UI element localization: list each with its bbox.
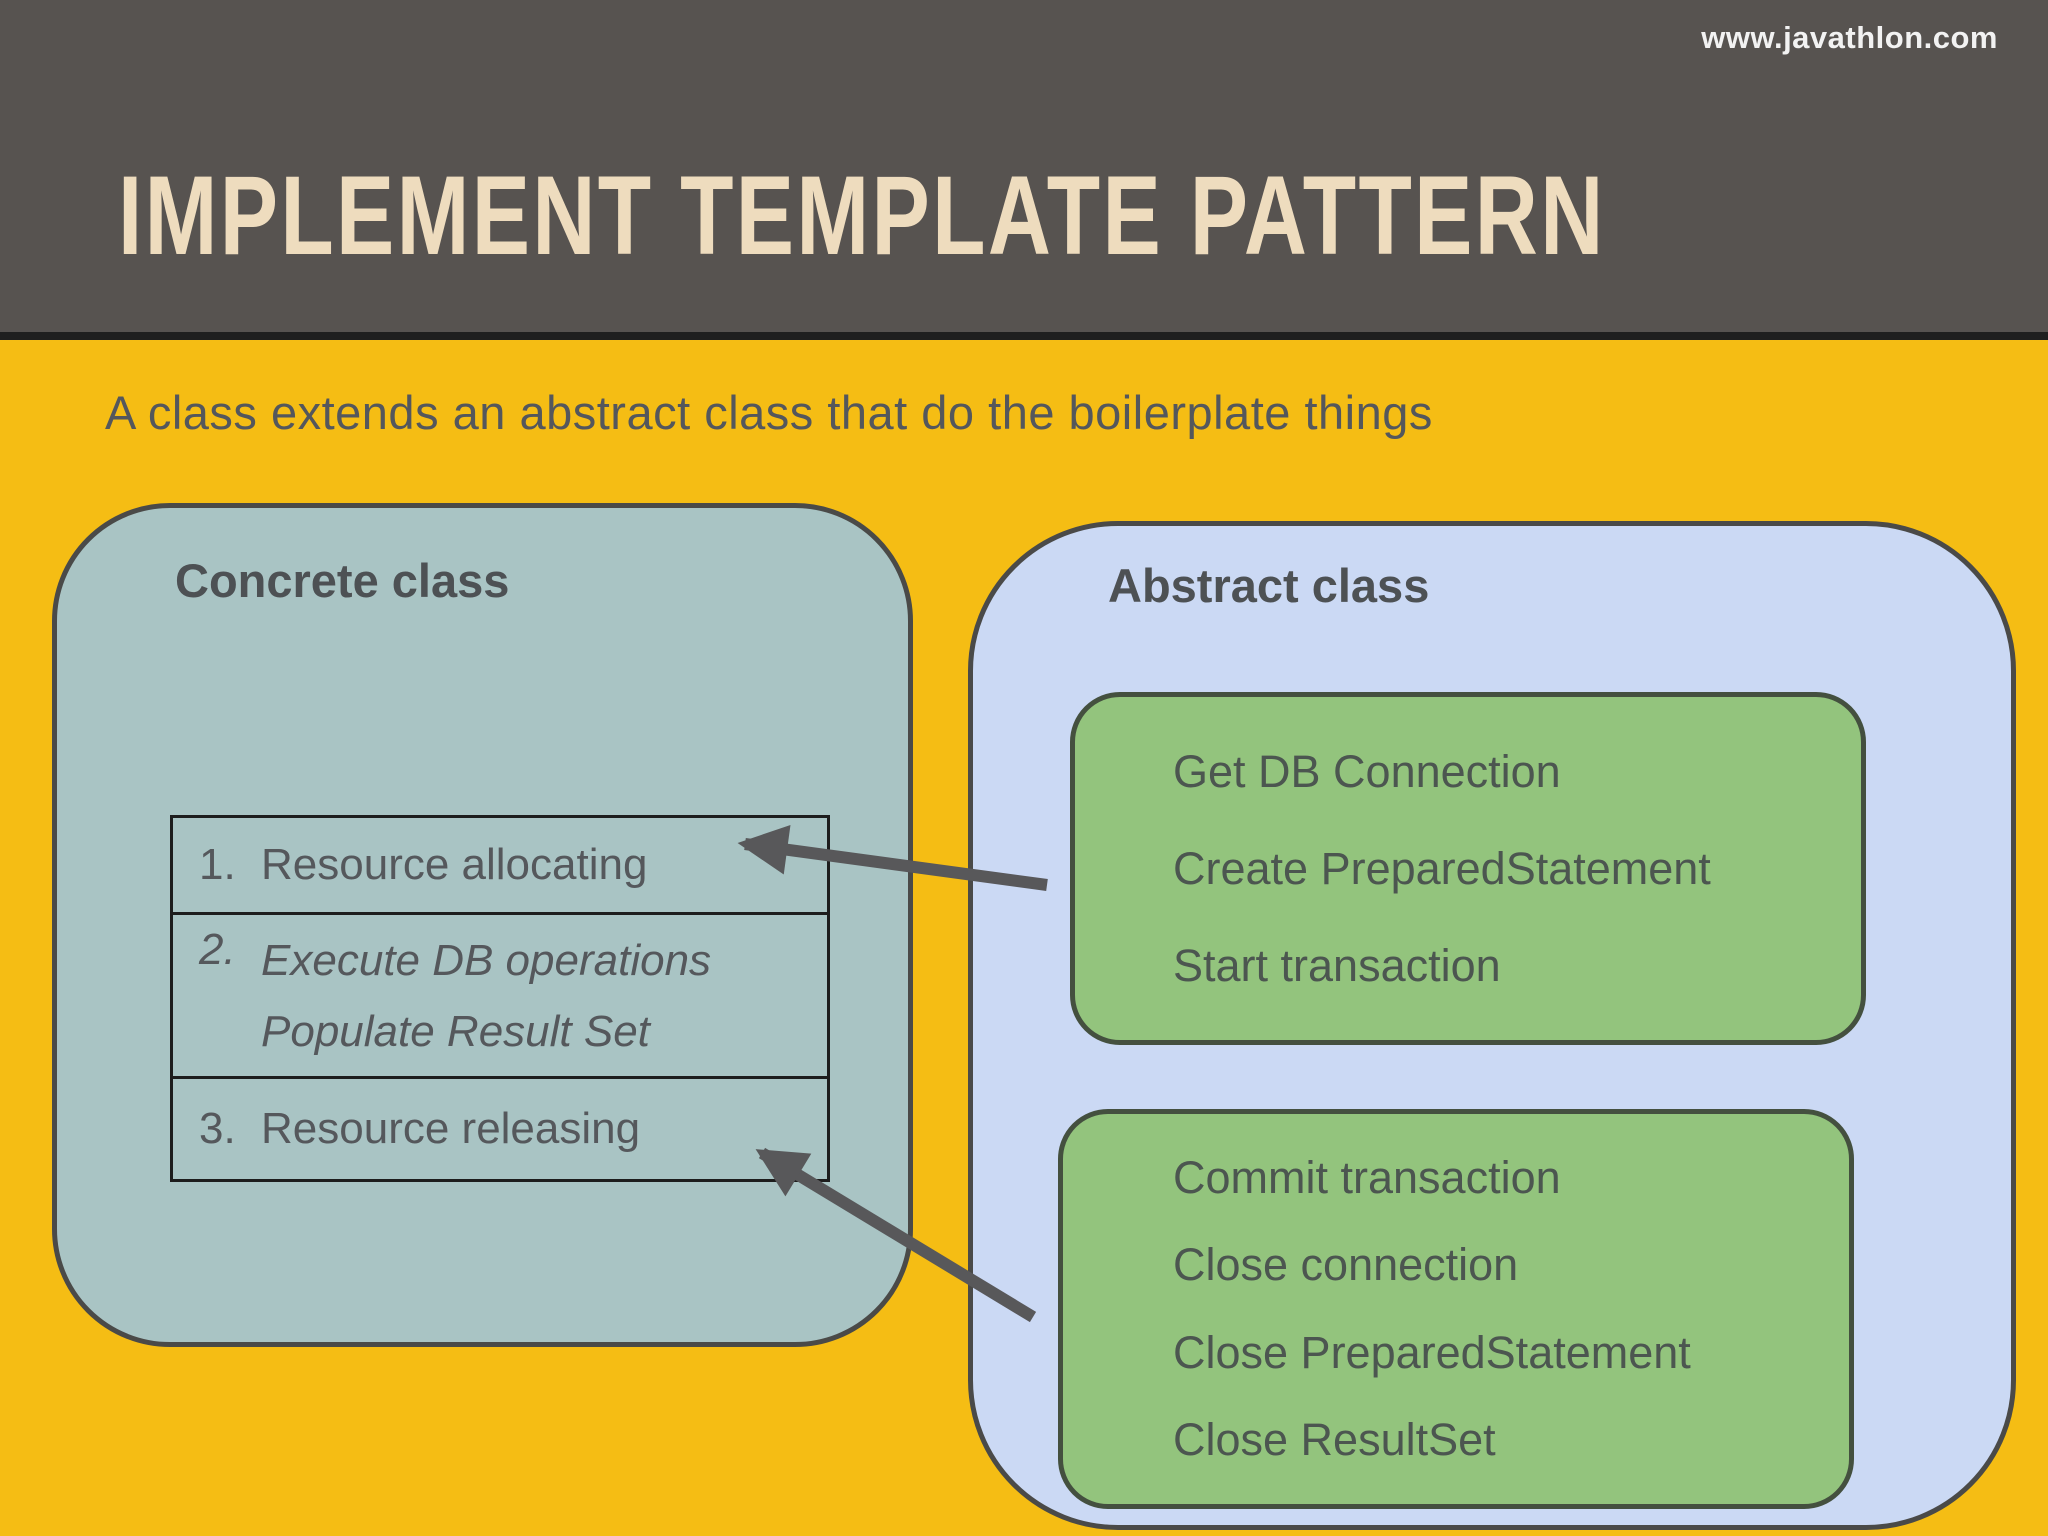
operation-item: Create PreparedStatement <box>1173 842 1711 894</box>
operation-item: Get DB Connection <box>1173 745 1561 797</box>
table-row-resource-allocating: 1. Resource allocating <box>173 818 827 915</box>
site-url: www.javathlon.com <box>1701 20 1998 55</box>
step-number: 1. <box>199 840 236 889</box>
operation-item: Close ResultSet <box>1173 1414 1496 1466</box>
step-text: Resource allocating <box>261 840 648 889</box>
step-text-lines: Execute DB operations Populate Result Se… <box>261 925 711 1076</box>
step-text: Resource releasing <box>261 1104 641 1153</box>
concrete-class-label: Concrete class <box>175 554 510 607</box>
table-row-execute-db-operations: 2. Execute DB operations Populate Result… <box>173 915 827 1079</box>
step-text-line2: Populate Result Set <box>261 1007 650 1057</box>
teardown-operations-box: Commit transaction Close connection Clos… <box>1058 1109 1854 1509</box>
table-row-resource-releasing: 3. Resource releasing <box>173 1079 827 1179</box>
step-number: 3. <box>199 1104 236 1153</box>
page-title: IMPLEMENT TEMPLATE PATTERN <box>118 153 1606 278</box>
setup-operations-box: Get DB Connection Create PreparedStateme… <box>1070 692 1866 1045</box>
abstract-class-label: Abstract class <box>1108 559 1430 612</box>
operation-item: Start transaction <box>1173 939 1501 991</box>
operation-item: Close connection <box>1173 1239 1519 1291</box>
operation-item: Commit transaction <box>1173 1151 1561 1203</box>
abstract-class-box: Abstract class Get DB Connection Create … <box>968 521 2016 1530</box>
concrete-class-box: Concrete class 1. Resource allocating 2.… <box>52 503 913 1347</box>
header-band: www.javathlon.com IMPLEMENT TEMPLATE PAT… <box>0 0 2048 340</box>
step-text-line1: Execute DB operations <box>261 936 712 985</box>
slide-subtitle: A class extends an abstract class that d… <box>105 386 1433 439</box>
template-steps-table: 1. Resource allocating 2. Execute DB ope… <box>170 815 830 1182</box>
step-number: 2. <box>199 925 236 974</box>
operation-item: Close PreparedStatement <box>1173 1326 1691 1378</box>
